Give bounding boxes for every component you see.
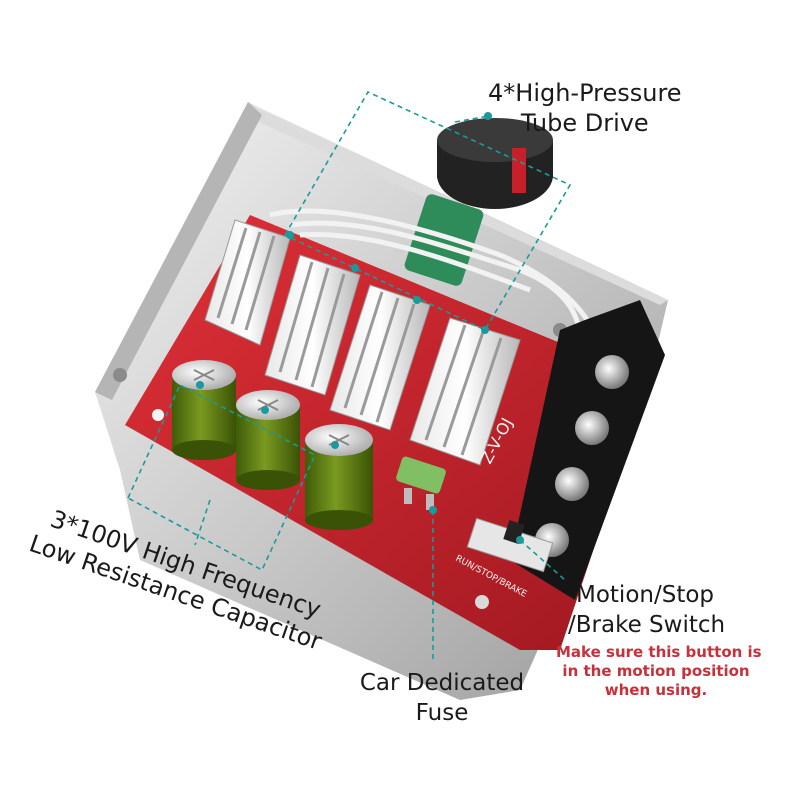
heatsink [409,317,521,466]
capacitors [172,360,373,530]
switch-label-line2: /Brake Switch [568,612,726,638]
switch-label-line1: Motion/Stop [576,582,715,608]
tube-drive-label: 4*High-Pressure Tube Drive [488,78,682,138]
tube-drive-label-line2: Tube Drive [520,109,649,137]
pcb-hole [152,409,164,421]
fuse-label-line2: Fuse [415,700,469,726]
speed-knob [404,118,553,286]
usage-warning-line2: in the motion position [562,662,750,680]
heatsink [264,254,361,396]
capacitor-callout-box [126,383,317,572]
fuse-label-line1: Car Dedicated [359,670,525,696]
car-fuse [396,456,446,510]
callout-dots [196,112,524,544]
capacitor [305,424,373,530]
tube-drive-callout-box [283,90,572,332]
terminal-screw [555,467,589,501]
mosfet-heatsinks [204,219,521,466]
usage-warning: Make sure this button is in the motion p… [556,643,762,700]
terminal-screw [595,355,629,389]
tube-drive-leader [454,115,489,123]
tube-drive-label-line1: 4*High-Pressure [488,79,682,107]
mount-hole [113,368,127,382]
capacitor-leader [194,499,211,546]
switch-label: Motion/Stop /Brake Switch [568,580,725,640]
capacitor [172,360,236,460]
switch-leader [519,539,566,581]
capacitor [236,390,300,490]
usage-warning-line1: Make sure this button is [556,643,762,661]
knob-marker [512,148,526,193]
callout-lines [126,90,572,660]
fuse-label: Car Dedicated Fuse [352,668,532,728]
white-wires [269,208,603,361]
heatsink [329,284,431,431]
usage-warning-line3: when using. [604,681,708,699]
terminal-screw [575,411,609,445]
pcb-hole [475,595,489,609]
